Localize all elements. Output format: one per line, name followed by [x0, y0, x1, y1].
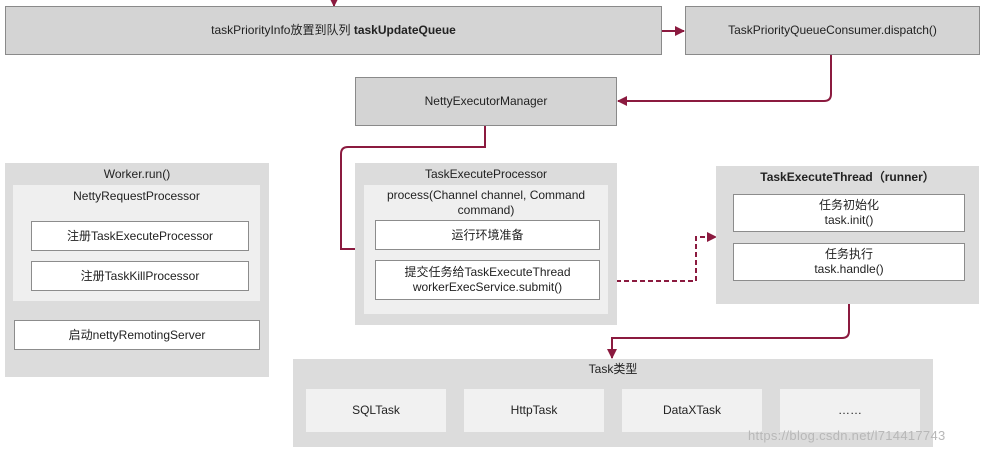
task-type-datax: DataXTask: [622, 389, 762, 432]
register-kill-processor: 注册TaskKillProcessor: [31, 261, 249, 291]
arrow-submit-to-thread: [600, 232, 717, 282]
register-execute-label: 注册TaskExecuteProcessor: [66, 228, 214, 243]
task-handle-label-1: 任务执行: [824, 247, 873, 261]
submit-task-label-2: workerExecService.submit(): [412, 280, 563, 294]
request-processor-panel: NettyRequestProcessor 注册TaskExecuteProce…: [13, 185, 260, 301]
arrow-dispatch-to-manager: [617, 55, 832, 106]
arrow-handle-to-tasks: [607, 282, 850, 359]
task-handle-box: 任务执行 task.handle(): [733, 243, 965, 281]
task-type-datax-label: DataXTask: [662, 403, 722, 417]
task-types-panel: Task类型 SQLTask HttpTask DataXTask ……: [293, 359, 933, 447]
queue-box-prefix: taskPriorityInfo放置到队列: [211, 23, 354, 37]
queue-box: taskPriorityInfo放置到队列 taskUpdateQueue: [5, 6, 662, 55]
task-type-more-label: ……: [838, 403, 862, 417]
task-type-sql: SQLTask: [306, 389, 446, 432]
start-remoting-label: 启动nettyRemotingServer: [68, 327, 206, 342]
dispatch-box: TaskPriorityQueueConsumer.dispatch(): [685, 6, 980, 55]
task-type-http-label: HttpTask: [510, 403, 558, 417]
env-prepare-label: 运行环境准备: [451, 227, 524, 242]
task-init-box: 任务初始化 task.init(): [733, 194, 965, 232]
execute-thread-title: TaskExecuteThread（runner）: [760, 170, 935, 184]
execute-thread-panel: TaskExecuteThread（runner） 任务初始化 task.ini…: [716, 166, 979, 304]
process-method-title: process(Channel channel, Command command…: [386, 188, 586, 217]
task-init-label-1: 任务初始化: [818, 198, 879, 212]
request-processor-title: NettyRequestProcessor: [73, 189, 200, 203]
task-init-label-2: task.init(): [824, 213, 874, 227]
submit-task-label-1: 提交任务给TaskExecuteThread: [404, 265, 571, 279]
queue-name: taskUpdateQueue: [353, 23, 456, 37]
worker-title: Worker.run(): [103, 167, 171, 181]
submit-task-step: 提交任务给TaskExecuteThread workerExecService…: [375, 260, 600, 300]
worker-panel: Worker.run() NettyRequestProcessor 注册Tas…: [5, 163, 269, 377]
arrow-manager-to-processor: [340, 126, 486, 254]
env-prepare-step: 运行环境准备: [375, 220, 600, 250]
manager-label: NettyExecutorManager: [424, 94, 548, 108]
task-type-more: ……: [780, 389, 920, 432]
start-remoting-server: 启动nettyRemotingServer: [14, 320, 260, 350]
task-types-title: Task类型: [588, 362, 638, 376]
execute-processor-panel: TaskExecuteProcessor process(Channel cha…: [355, 163, 617, 325]
execute-processor-title: TaskExecuteProcessor: [424, 167, 548, 181]
task-handle-label-2: task.handle(): [814, 262, 884, 276]
register-kill-label: 注册TaskKillProcessor: [80, 268, 200, 283]
task-type-sql-label: SQLTask: [352, 403, 400, 417]
process-method-panel: process(Channel channel, Command command…: [364, 185, 608, 314]
watermark: https://blog.csdn.net/l714417743: [748, 428, 946, 443]
task-type-http: HttpTask: [464, 389, 604, 432]
dispatch-label: TaskPriorityQueueConsumer.dispatch(): [728, 23, 937, 37]
register-execute-processor: 注册TaskExecuteProcessor: [31, 221, 249, 251]
manager-box: NettyExecutorManager: [355, 77, 617, 126]
